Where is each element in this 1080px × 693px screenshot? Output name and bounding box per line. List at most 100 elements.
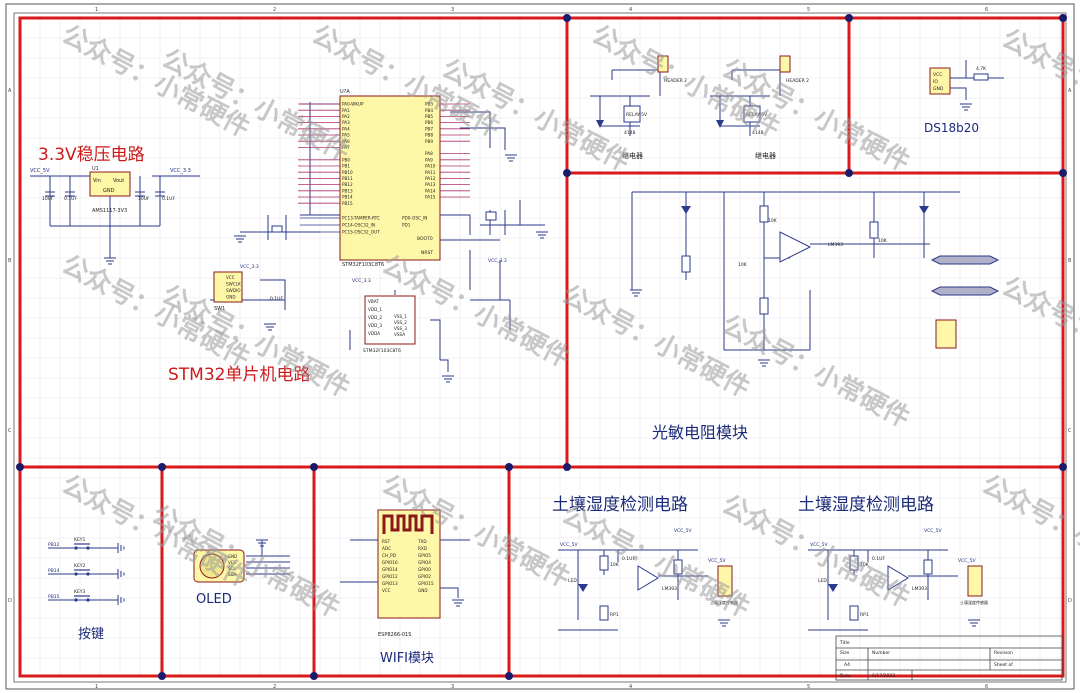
stm32-osc-label: PC15-OSC32_OUT [342,230,380,235]
key-contact [74,598,78,602]
mcu-grounds [234,154,548,383]
oled-screen [199,553,225,579]
stm32-pin-label: PB15 [342,201,353,206]
ds18b20-res: 4.7K [976,66,987,72]
pwr-pin-label: VSSA [394,332,405,337]
relay-2-diode [716,120,724,128]
soil-led [828,584,838,592]
ds18b20-pin-label: GND [933,86,944,92]
swd-header [213,271,243,303]
zone-row-label: D [8,598,12,604]
key-net: PB15 [48,594,60,600]
photo-title: 光敏电阻模块 [652,423,748,442]
photo-out-arrow-1 [930,255,1000,265]
tb-date: 6/17/2023 [872,673,895,679]
key-contact [74,546,78,550]
watermark-text: 公众号：小常硬件 [997,24,1080,148]
soil-connector [717,565,733,597]
soil-r10k: 10K [860,562,870,568]
pwr-vcc-net: VCC_3.3 [352,278,371,284]
photo-out-arrow-2 [930,286,1000,296]
stm32-pin-label: PB9 [425,139,433,144]
background-grid [19,17,1063,676]
relay-1-diode-label: 4148 [624,130,636,136]
keys-title: 按键 [78,627,104,642]
swd-pin-label: GND [226,295,236,300]
oled-pin-label: SDA [228,572,237,577]
swd-pin-label: SWDIO [226,288,241,293]
stm32-osc-label: PC13-TAMPER-RTC [342,216,380,221]
ds18b20-chip [929,67,951,95]
esp-pin-label: GPIO15 [418,581,434,586]
pwr-pin-label: VDD_3 [368,323,382,328]
stm32-pin-label: PA4 [342,126,350,131]
stm32-boot0: BOOT0 [417,236,433,242]
soil-vcc: VCC_5V [560,542,578,548]
esp-pin-label: GPIO2 [418,574,431,579]
zone-row-label: B [1068,258,1072,264]
stm32-pin-label: PA1 [342,108,350,113]
stm32-pin-label: PA7 [342,145,350,150]
stm32-power-part: STM32F103C8T6 [363,348,401,354]
pwr-pin-label: VSS_1 [394,314,407,319]
soil-title-2: 土壤湿度检测电路 [798,494,934,515]
lm393-comparator [779,231,812,263]
stm32-part: STM32F103C8T6 [342,262,384,268]
watermark-text: 公众号：小常硬件 [57,470,255,594]
stm32-pin-label: PA15 [425,195,436,200]
tb-date-label: Date [840,673,851,679]
soil-vcc: VCC_5V [674,528,692,534]
stm32-pin-label: PB11 [342,176,353,181]
stm32-pin-label: PA6 [342,139,350,144]
key-ref: KEY1 [74,537,86,543]
pwr-pin-label: VDDA [368,331,380,336]
stm32-pin-label: PB7 [425,126,433,131]
reset-vcc-net: VCC_3.3 [488,258,507,264]
soil-lm393: LM393 [662,586,677,592]
stm32-power-chip [364,295,416,345]
stm32-pin-label: PB12 [342,182,353,187]
zone-row-label: B [8,258,12,264]
soil-conn-label: 土壤湿度传感器 [710,599,738,605]
soil-led-label: LED [568,578,577,584]
tb-number: Number [872,650,890,656]
key-contact [86,546,90,550]
zone-row-label: A [8,88,12,94]
zone-col-label: 3 [451,7,454,13]
soil-comparator [887,565,909,591]
swd-vcc-net: VCC_3.3 [240,264,259,270]
soil-vcc: VCC_5V [810,542,828,548]
esp8266-part: ESP8266-01S [378,632,411,638]
net-vcc33-reg: VCC_3.3 [170,168,191,174]
photo-led-1 [681,206,691,214]
stm32-right-pin-labels: PB3PB4PB5PB6PB7PB8PB9PA8PA9PA10PA11PA12P… [425,102,436,200]
soil-title-1: 土壤湿度检测电路 [552,494,688,515]
stm32-chip [339,95,441,261]
esp-pin-label: VCC [382,588,391,593]
soil-led [578,584,588,592]
watermark-text: 公众号：小常硬件 [717,310,915,434]
key-ref: KEY3 [74,589,86,595]
relay-1-coil [623,105,641,123]
soil-rp: RP1 [860,612,869,618]
zone-col-label: 4 [629,684,632,690]
stm32-pin-label: PA2 [342,114,350,119]
ds18b20-pin-label: IO [933,79,938,85]
stm32-osc-label: PD0-OSC_IN [402,216,427,221]
soil-r10k: 10K [610,562,620,568]
esp-pin-label: GPIO5 [418,553,431,558]
pwr-pin-label: VDD_1 [368,307,382,312]
stm32-pin-label: PA3 [342,120,350,125]
key-ground [117,595,125,605]
esp-pin-label: GPIO4 [418,560,431,565]
relay-1-part: RELAY-5V [626,112,648,118]
esp-pin-label: GPIO16 [382,560,398,565]
soil-resistor [849,555,859,571]
stm32-power-pin-labels: VBATVDD_1VDD_2VDD_3VDDAVSS_1VSS_2VSS_3VS… [368,299,407,337]
net-vcc5-reg: VCC_5V [30,168,50,174]
stm32-left-pin-labels: PA0-WKUPPA1PA2PA3PA4PA5PA6PA7PB0PB1PB10P… [342,102,364,206]
section-frames [18,16,1065,678]
soil-pot [599,605,609,621]
stm32-pin-label: PA9 [425,157,433,162]
